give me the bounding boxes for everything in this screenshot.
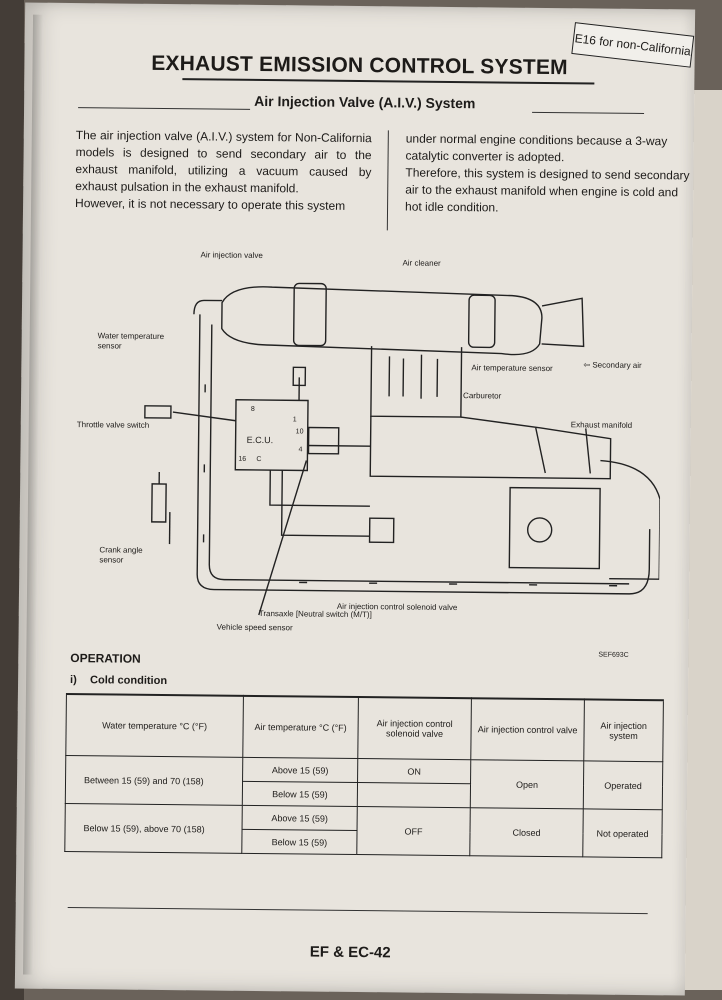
operation-heading: OPERATION (70, 651, 141, 666)
table-cell: Below 15 (59) (242, 781, 358, 807)
table-header-cell: Air injection control valve (470, 698, 585, 761)
intro-paragraph: The air injection valve (A.I.V.) system … (75, 128, 372, 196)
subtitle-rule-left (78, 107, 251, 110)
intro-left-column: The air injection valve (A.I.V.) system … (75, 127, 372, 215)
table-header-row: Water temperature °C (°F) Air temperatur… (65, 693, 664, 762)
ecu-pin-1: 1 (292, 416, 297, 424)
exhaust-manifold-shape (600, 459, 661, 580)
figure-code: SEF693C (598, 651, 629, 659)
table-row: Between 15 (59) and 70 (158) Above 15 (5… (65, 755, 663, 810)
table-row: Below 15 (59), above 70 (158) Above 15 (… (64, 803, 663, 858)
table-cell (357, 782, 471, 808)
label-throttle-valve-switch: Throttle valve switch (76, 420, 150, 430)
page-number: EF & EC-42 (309, 943, 391, 962)
ecu-pin-16: 16 (238, 455, 247, 463)
label-vehicle-speed-sensor: Vehicle speed sensor (216, 622, 293, 633)
intro-paragraph: Therefore, this system is designed to se… (404, 165, 690, 215)
ecu-pin-4: 4 (298, 446, 303, 454)
table-cell: Closed (469, 807, 584, 857)
table-header-cell: Air injection system (583, 699, 664, 762)
ecu-box (234, 399, 309, 472)
table-cell: ON (357, 758, 471, 784)
table-cell: Above 15 (59) (242, 757, 358, 783)
table-cell: Operated (583, 760, 663, 810)
label-carburetor: Carburetor (463, 391, 502, 401)
secondary-air-pipe (208, 324, 630, 585)
table-cell: Below 15 (59), above 70 (158) (64, 803, 243, 854)
system-diagram-drawing (144, 282, 661, 616)
intro-right-column: under normal engine conditions because a… (405, 131, 694, 219)
operation-subheading: i) Cold condition (70, 674, 167, 687)
label-transaxle: Transaxle [Neutral switch (M/T)] (258, 608, 372, 620)
label-secondary-air: Secondary air (592, 360, 642, 370)
air-cleaner-housing (221, 286, 543, 356)
table-cell: Not operated (582, 808, 663, 858)
table-cell: Above 15 (59) (242, 805, 358, 831)
secondary-air-pipe (196, 314, 651, 595)
label-air-temperature-sensor: Air temperature sensor (471, 363, 553, 374)
subheading-title: Cold condition (90, 674, 168, 688)
table-header-cell: Air injection control solenoid valve (357, 697, 472, 760)
secondary-air-legend: ⇦ Secondary air (583, 360, 641, 371)
ecu-pin-10: 10 (295, 428, 304, 436)
table-header-cell: Water temperature °C (°F) (65, 693, 244, 758)
intro-paragraph: under normal engine conditions because a… (405, 131, 668, 165)
carburetor-body (370, 346, 463, 418)
system-diagram: Air injection valve Air cleaner Water te… (69, 243, 663, 639)
table-header-cell: Air temperature °C (°F) (242, 695, 359, 759)
air-intake-snorkel (541, 297, 585, 348)
table-cell: Between 15 (59) and 70 (158) (65, 755, 243, 806)
label-water-temperature-sensor: Water temperature sensor (97, 331, 165, 351)
piston-pin (526, 517, 553, 543)
manual-page: E16 for non-California EXHAUST EMISSION … (14, 2, 696, 996)
section-subtitle: Air Injection Valve (A.I.V.) System (254, 92, 476, 112)
subheading-number: i) (70, 674, 77, 687)
table-cell: OFF (356, 806, 471, 856)
bottom-rule (67, 907, 648, 915)
intro-paragraph: However, it is not necessary to operate … (75, 196, 346, 213)
table-cell: Below 15 (59) (241, 829, 358, 855)
label-crank-angle-sensor: Crank angle sensor (99, 545, 143, 565)
intake-manifold (369, 416, 612, 480)
air-filter-element (467, 294, 496, 349)
label-ecu: E.C.U. (246, 434, 274, 446)
cold-condition-table: Water temperature °C (°F) Air temperatur… (64, 693, 664, 858)
label-exhaust-manifold: Exhaust manifold (570, 420, 633, 430)
column-divider (386, 130, 389, 231)
subtitle-rule-right (532, 111, 645, 115)
ecu-pin-8: 8 (250, 405, 255, 413)
arrow-left-icon: ⇦ (583, 360, 593, 370)
ecu-pin-c: C (256, 455, 262, 464)
label-air-injection-valve: Air injection valve (200, 250, 263, 261)
engine-cylinder (508, 486, 601, 570)
table-cell: Open (470, 759, 584, 809)
air-filter-element (292, 282, 327, 347)
label-air-cleaner: Air cleaner (402, 258, 441, 268)
